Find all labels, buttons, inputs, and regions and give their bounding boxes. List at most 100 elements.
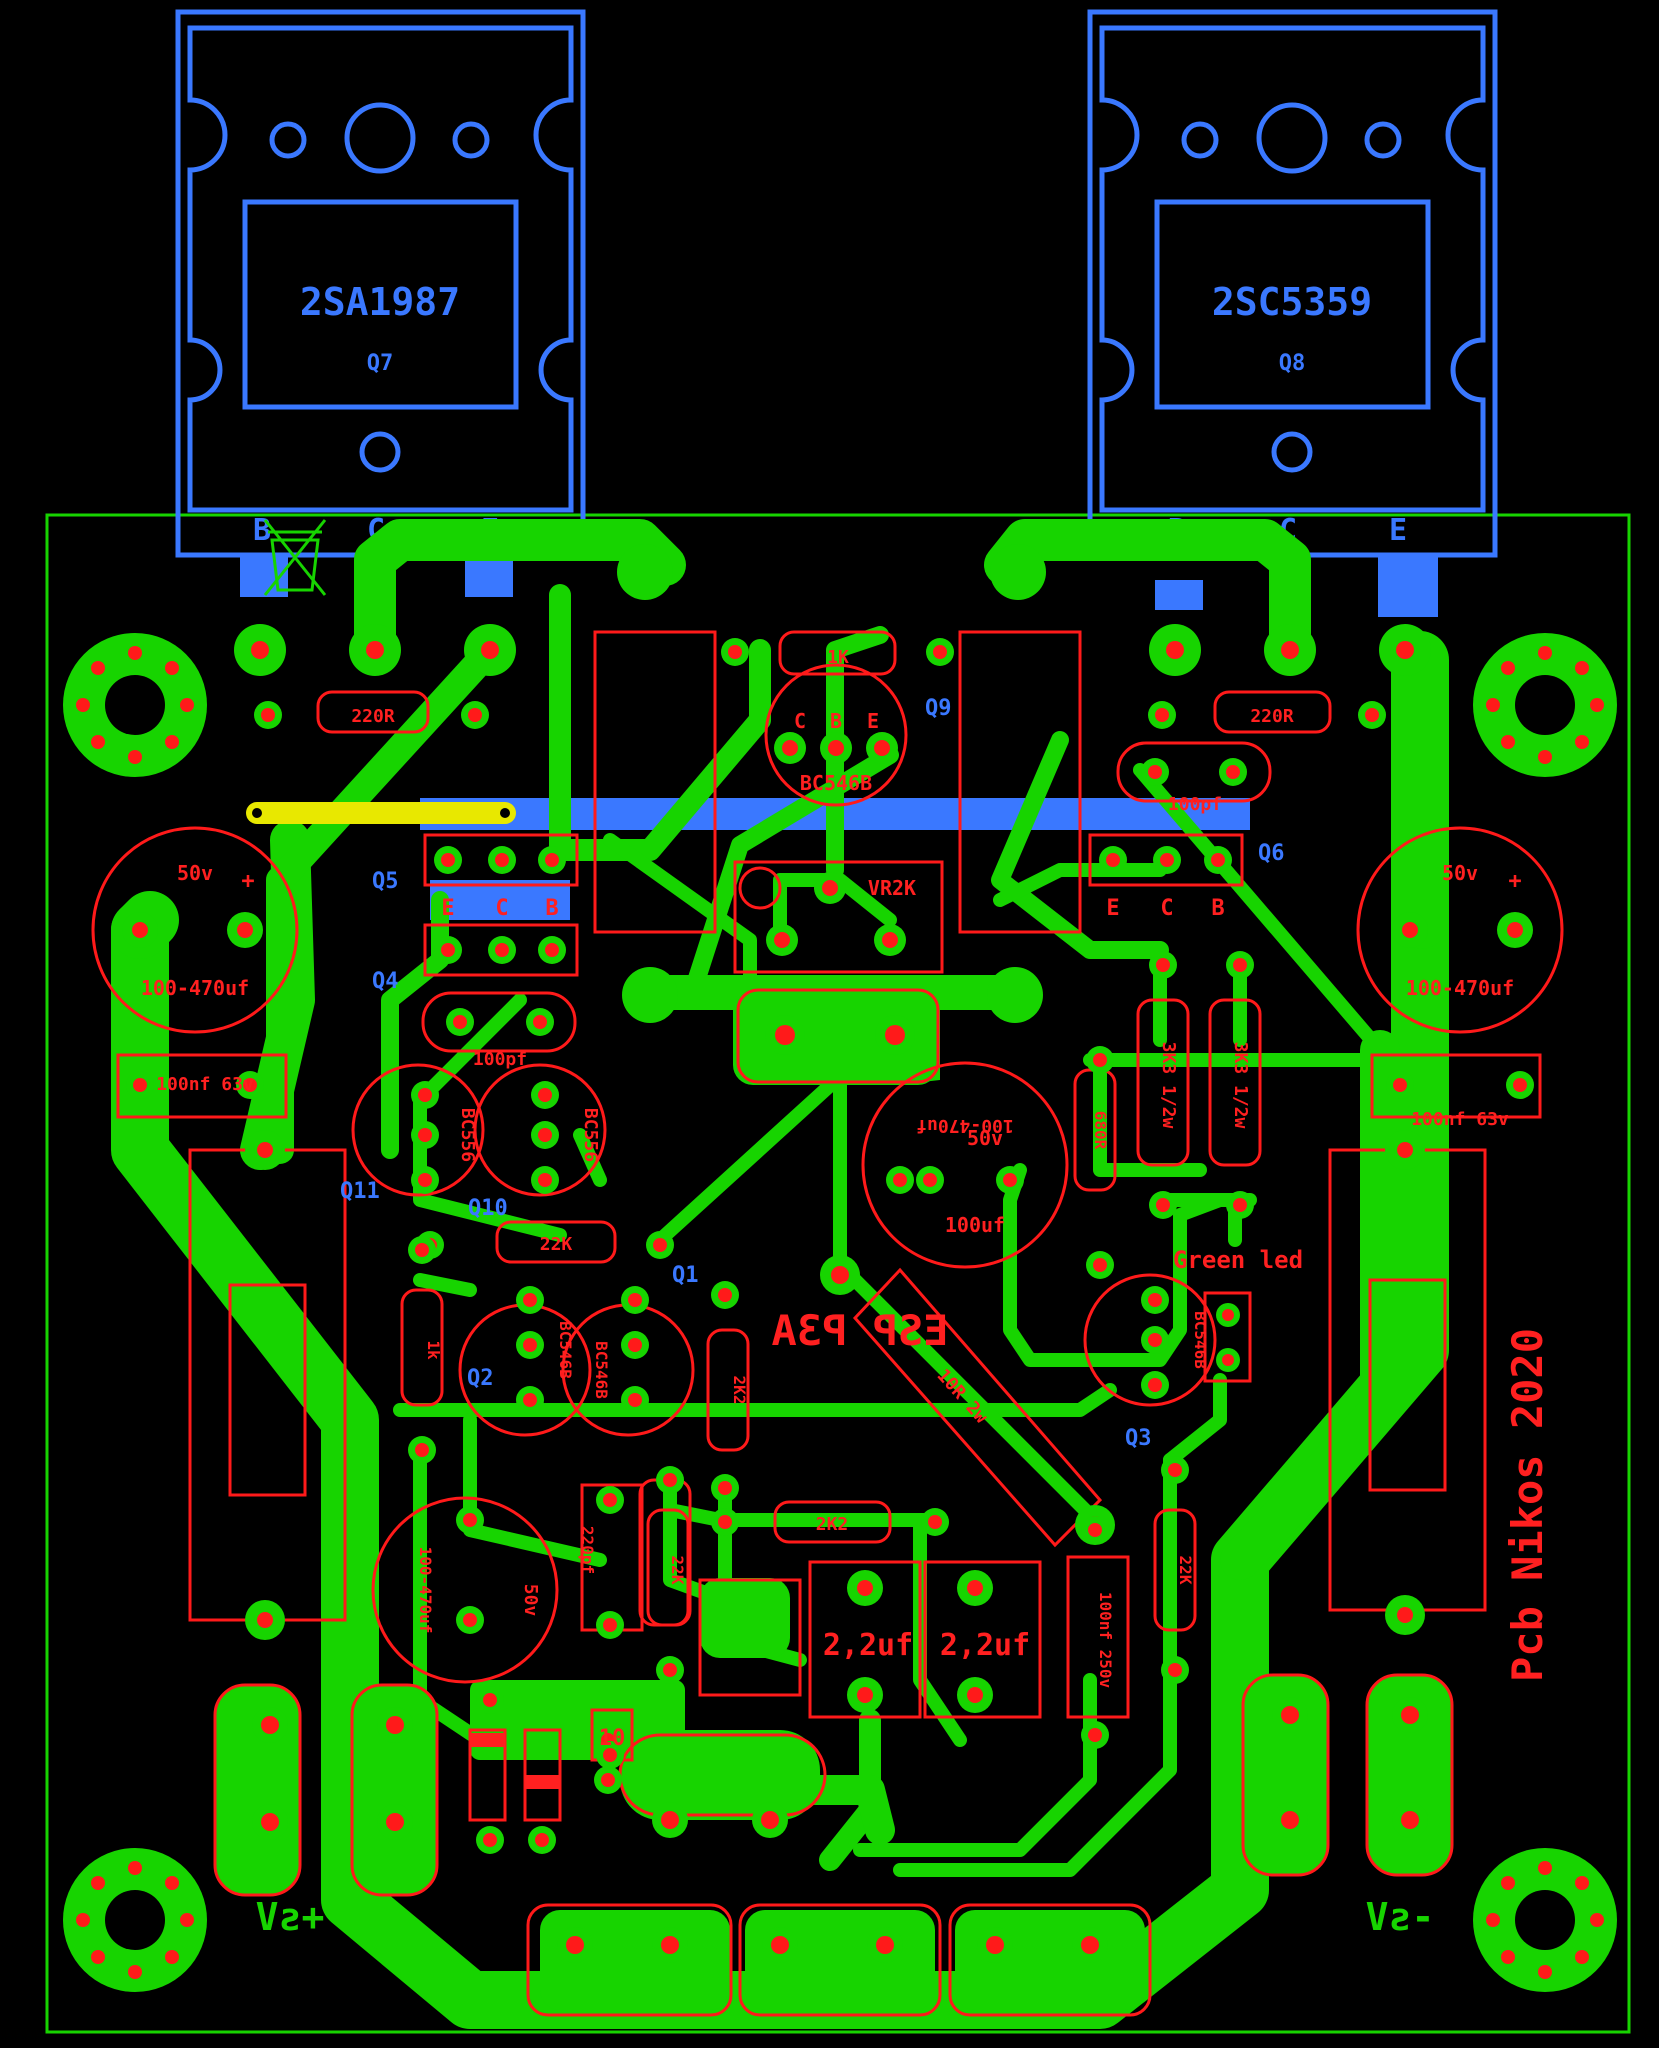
q1-ref: Q1 — [672, 1263, 699, 1288]
plus-supply-label: +sV — [256, 1895, 325, 1939]
board-outline — [45, 513, 1631, 2034]
r-22k-q3-label: 22K — [1176, 1556, 1195, 1585]
pad-hole — [653, 1238, 667, 1252]
green-led-label: Green led — [1173, 1246, 1303, 1274]
pad-hole — [1148, 1333, 1162, 1347]
pad-hole — [1281, 1706, 1299, 1724]
pad-hole — [538, 1088, 552, 1102]
pad-hole — [1156, 1198, 1170, 1212]
pad-hole — [1166, 641, 1184, 659]
pad-hole — [1160, 853, 1174, 867]
pad-hole — [463, 1513, 477, 1527]
cap-left-value: 100-470uf — [141, 976, 249, 1000]
pad-hole — [538, 1173, 552, 1187]
pad-hole — [1222, 1354, 1234, 1366]
pad-hole — [1088, 1523, 1102, 1537]
pad-hole — [718, 1481, 732, 1495]
q2-ref: Q2 — [467, 1366, 494, 1391]
mounting-hole-vias — [76, 646, 1604, 1979]
pad-hole — [1148, 765, 1162, 779]
pad-hole — [1156, 958, 1170, 972]
pad-hole — [663, 1473, 677, 1487]
pad-hole — [1155, 708, 1169, 722]
pad-hole — [1211, 853, 1225, 867]
q5-pin-e: E — [441, 896, 454, 921]
cap-lower-left-voltage: 50v — [520, 1584, 541, 1617]
r-22k-top-label: 22K — [540, 1234, 573, 1255]
q8-part-label: 2SC5359 — [1212, 280, 1372, 324]
pad-hole — [876, 1936, 894, 1954]
pad-hole — [523, 1393, 537, 1407]
pad-hole — [761, 1811, 779, 1829]
pad-hole — [1393, 1078, 1407, 1092]
q6-pin-b: B — [1211, 896, 1224, 921]
q3-ref: Q3 — [1125, 1426, 1152, 1451]
r-220r-right-label: 220R — [1250, 706, 1294, 727]
pad-hole — [251, 641, 269, 659]
pad-hole — [661, 1811, 679, 1829]
r10-label: 10 — [599, 1726, 626, 1751]
pad-hole — [415, 1443, 429, 1457]
c-100pf-top-label: 100pf — [1168, 794, 1222, 815]
r-1k-label: 1K — [827, 647, 849, 668]
pad-hole — [967, 1687, 983, 1703]
pad-hole — [923, 1173, 937, 1187]
pad-hole — [495, 853, 509, 867]
q6-ref: Q6 — [1258, 841, 1285, 866]
pad-hole — [133, 1078, 147, 1092]
q6-pin-c: C — [1160, 896, 1173, 921]
bc546b-q1-label: BC546B — [592, 1341, 611, 1399]
pad-hole — [728, 645, 742, 659]
pad-hole — [882, 932, 898, 948]
minus-supply-label: -sV — [1366, 1895, 1435, 1939]
pad-hole — [1233, 1198, 1247, 1212]
bc546b-q3-label: BC546B — [1191, 1311, 1210, 1369]
r-2k2-vert-label: 2K2 — [730, 1376, 749, 1405]
pad-hole — [418, 1088, 432, 1102]
pad-hole — [628, 1338, 642, 1352]
ref-designators: Q9 Q5 Q4 Q6 Q11 Q10 Q1 Q2 Q3 — [340, 696, 1285, 1451]
pad-hole — [775, 1025, 795, 1045]
cap-right-plus: + — [1508, 869, 1521, 894]
pad-hole — [243, 1078, 257, 1092]
pad-hole — [603, 1618, 617, 1632]
c-100nf-left-label: 100nf 63v — [156, 1074, 254, 1095]
bc556-a-label: BC556 — [457, 1108, 478, 1162]
pad-hole — [774, 932, 790, 948]
pad-hole — [1093, 1258, 1107, 1272]
pad-hole — [533, 1015, 547, 1029]
q6-pin-e: E — [1106, 896, 1119, 921]
pad-hole — [468, 708, 482, 722]
pad-hole — [1003, 1173, 1017, 1187]
pad-hole — [874, 740, 890, 756]
pad-hole — [1401, 1811, 1419, 1829]
pad-hole — [523, 1338, 537, 1352]
pad-hole — [386, 1716, 404, 1734]
pad-hole — [1088, 1728, 1102, 1742]
weee-bin-icon — [263, 519, 327, 596]
pad-hole — [261, 1813, 279, 1831]
bc546b-q2-label: BC546B — [556, 1321, 575, 1379]
pad-hole — [261, 1716, 279, 1734]
c-2u2-b-label: 2,2uf — [940, 1628, 1030, 1663]
pad-hole — [893, 1173, 907, 1187]
pad-hole — [1513, 1078, 1527, 1092]
q9-pin-b: B — [830, 709, 842, 733]
q9-part-label: BC546B — [800, 771, 872, 795]
bc556-b-label: BC556 — [580, 1108, 601, 1162]
pad-hole — [1233, 958, 1247, 972]
q7-part-label: 2SA1987 — [300, 280, 460, 324]
c-100nf-250v-label: 100nf 250v — [1096, 1592, 1115, 1689]
pad-hole — [1281, 641, 1299, 659]
pad-hole — [483, 1693, 497, 1707]
through-hole-pads — [122, 624, 1534, 1963]
q11-ref: Q11 — [340, 1179, 380, 1204]
pad-hole — [257, 1612, 273, 1628]
pad-hole — [366, 641, 384, 659]
pad-hole — [601, 1773, 615, 1787]
pad-hole — [603, 1493, 617, 1507]
pad-hole — [481, 641, 499, 659]
pad-hole — [986, 1936, 1004, 1954]
pad-hole — [1397, 1142, 1413, 1158]
